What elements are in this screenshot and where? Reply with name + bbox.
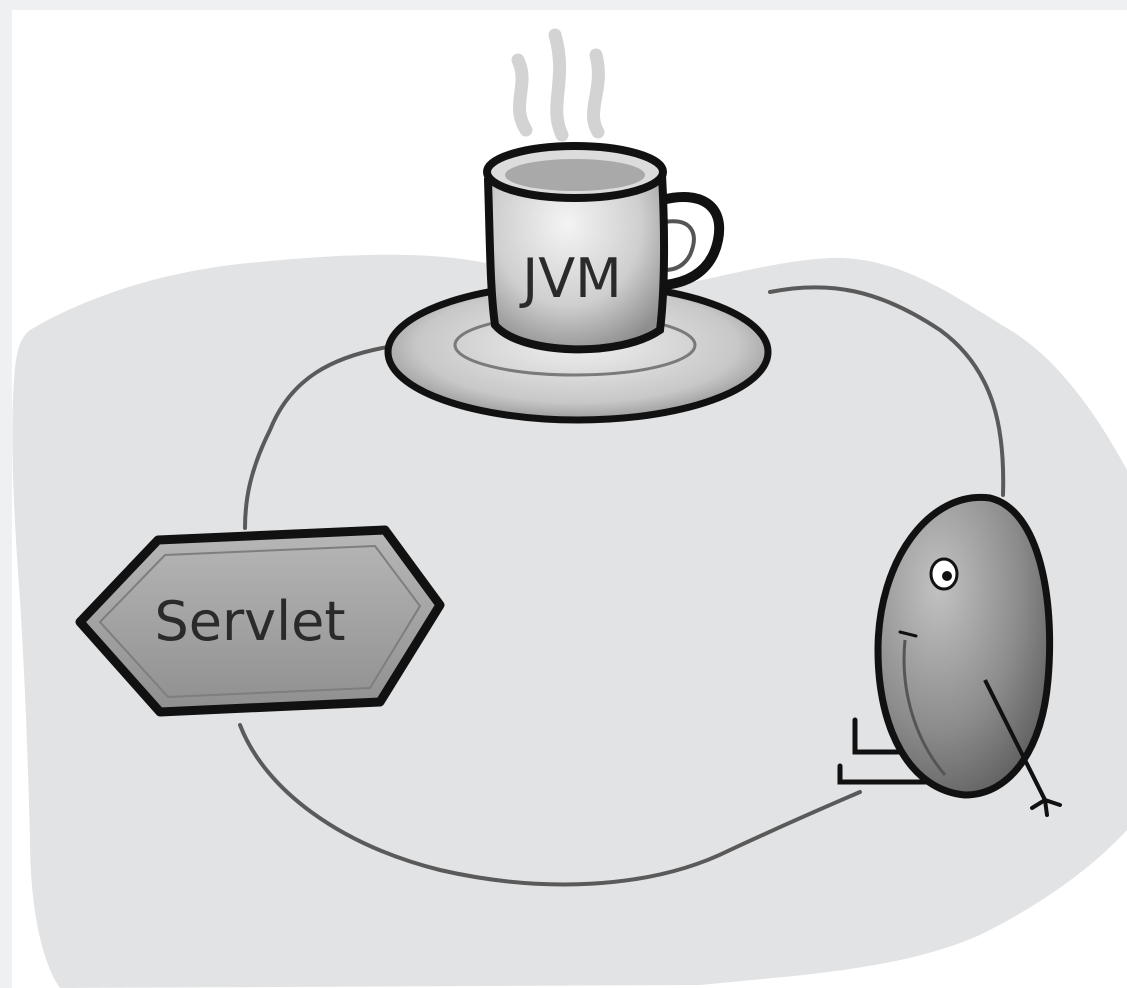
connector-jvm-bean — [768, 285, 1006, 497]
jvm-label: JVM — [519, 247, 621, 310]
servlet-node: Servlet — [75, 525, 445, 717]
connector-lines — [238, 285, 1006, 887]
jvm-node: JVM — [384, 142, 772, 424]
connector-servlet-bean — [238, 723, 862, 887]
top-margin-strip — [0, 0, 1127, 10]
bean-mouth — [898, 630, 918, 638]
servlet-label: Servlet — [154, 590, 345, 653]
steam-icon — [511, 28, 605, 142]
servlet-hexagon — [75, 525, 445, 717]
left-margin-strip — [0, 0, 12, 988]
bean-character-icon — [837, 493, 1062, 817]
cup-handle — [657, 191, 725, 290]
background-blob — [12, 254, 1127, 988]
connector-jvm-servlet — [243, 343, 402, 530]
